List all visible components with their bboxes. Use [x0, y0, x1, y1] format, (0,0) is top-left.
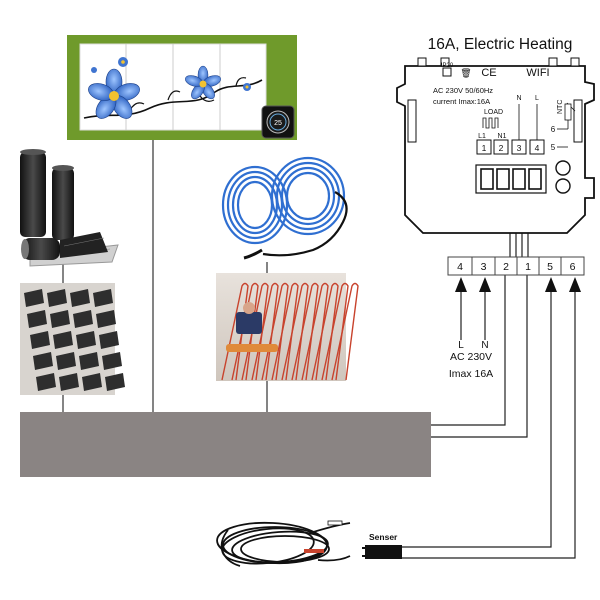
- film-panel: [76, 331, 96, 349]
- floor-cable-run: [331, 282, 359, 381]
- film-panel: [30, 331, 50, 349]
- device-terminal-box: [476, 139, 492, 155]
- film-panel: [50, 310, 70, 328]
- film-panel: [56, 352, 76, 370]
- film-panel: [73, 310, 93, 328]
- film-panel: [82, 373, 102, 391]
- film-panel: [96, 310, 116, 328]
- terminal-number: 3: [481, 261, 487, 273]
- floor-cable-run: [281, 282, 309, 381]
- heating-cable-coil-image: [221, 156, 348, 260]
- film-panel: [33, 352, 53, 370]
- supply-imax: Imax 16A: [449, 368, 493, 380]
- n-label: N: [516, 95, 521, 102]
- floor-cable-run: [321, 282, 349, 381]
- device-terminal-number: 1: [482, 143, 487, 153]
- floor-cable-run: [271, 282, 299, 381]
- arrowheads: [455, 277, 581, 292]
- terminal-cell: [560, 256, 585, 276]
- floor-cable-run: [261, 282, 289, 381]
- floor-cable-installation-image: [216, 273, 359, 381]
- terminal-number: 2: [503, 261, 509, 273]
- device-terminal-box: [493, 139, 509, 155]
- supply-n-label: N: [481, 340, 488, 351]
- product-wires: [62, 140, 268, 412]
- film-panel: [53, 331, 73, 349]
- thermostat-device-back: IP20 🗑 CE WIFI AC 230V 50/60Hz current I…: [396, 57, 595, 234]
- floor-cable-run: [301, 282, 329, 381]
- load-label: LOAD: [484, 109, 503, 116]
- n1-label: N1: [498, 133, 507, 140]
- terminal-number: 6: [570, 261, 576, 273]
- heater-box: [20, 412, 431, 477]
- ip-rating-label: IP20: [441, 63, 454, 69]
- rating-line-2: current Imax:16A: [433, 97, 490, 106]
- screw-terminal-row: [475, 160, 571, 194]
- side-terminal-5-label: 5: [551, 143, 556, 152]
- waste-bin-icon: 🗑: [460, 68, 471, 78]
- l1-label: L1: [478, 133, 486, 140]
- ntc-sensor-cable-image: [216, 520, 402, 567]
- terminal-number: 5: [547, 261, 553, 273]
- film-panel: [105, 373, 125, 391]
- flower-tile-image: [67, 35, 297, 140]
- film-panel: [70, 289, 90, 307]
- floor-cable-run: [221, 282, 249, 381]
- film-panel: [93, 289, 113, 307]
- floor-cable-run: [291, 282, 319, 381]
- floor-cable-run: [251, 282, 279, 381]
- device-terminal-number: 4: [535, 143, 540, 153]
- side-terminal-6-label: 6: [551, 125, 556, 134]
- device-terminal-box: [529, 139, 545, 155]
- device-terminal-number: 2: [499, 143, 504, 153]
- wifi-mark: WIFI: [526, 67, 549, 79]
- ntc-label: NTC: [557, 100, 564, 114]
- control-wires: [400, 233, 576, 559]
- film-panel: [102, 352, 122, 370]
- floor-cable-run: [311, 282, 339, 381]
- floor-cable-run: [241, 282, 269, 381]
- film-panel: [47, 289, 67, 307]
- film-panel: [36, 373, 56, 391]
- film-panel: [79, 352, 99, 370]
- device-terminal-box: [511, 139, 527, 155]
- page-title: 16A, Electric Heating: [428, 36, 573, 53]
- thermostat-display-value: 25: [274, 120, 282, 127]
- l-label: L: [535, 95, 539, 102]
- rating-line-1: AC 230V 50/60Hz: [433, 86, 493, 95]
- film-panel: [27, 310, 47, 328]
- film-panel: [99, 331, 119, 349]
- film-panel: [24, 289, 44, 307]
- heating-film-mat-image: [20, 283, 125, 395]
- supply-l-label: L: [458, 340, 464, 351]
- film-panel: [59, 373, 79, 391]
- ce-mark: CE: [481, 67, 496, 79]
- terminal-block: 4 3 2 1 5 6: [447, 256, 585, 276]
- floor-cable-run: [231, 282, 259, 381]
- terminal-number: 1: [525, 261, 531, 273]
- supply-voltage: AC 230V: [450, 351, 492, 363]
- device-terminal-number: 3: [517, 143, 522, 153]
- heating-film-roll-image: [20, 149, 119, 267]
- thermostat-icon: 25: [261, 105, 295, 139]
- sensor-label: Senser: [369, 532, 398, 542]
- terminal-number: 4: [457, 261, 463, 273]
